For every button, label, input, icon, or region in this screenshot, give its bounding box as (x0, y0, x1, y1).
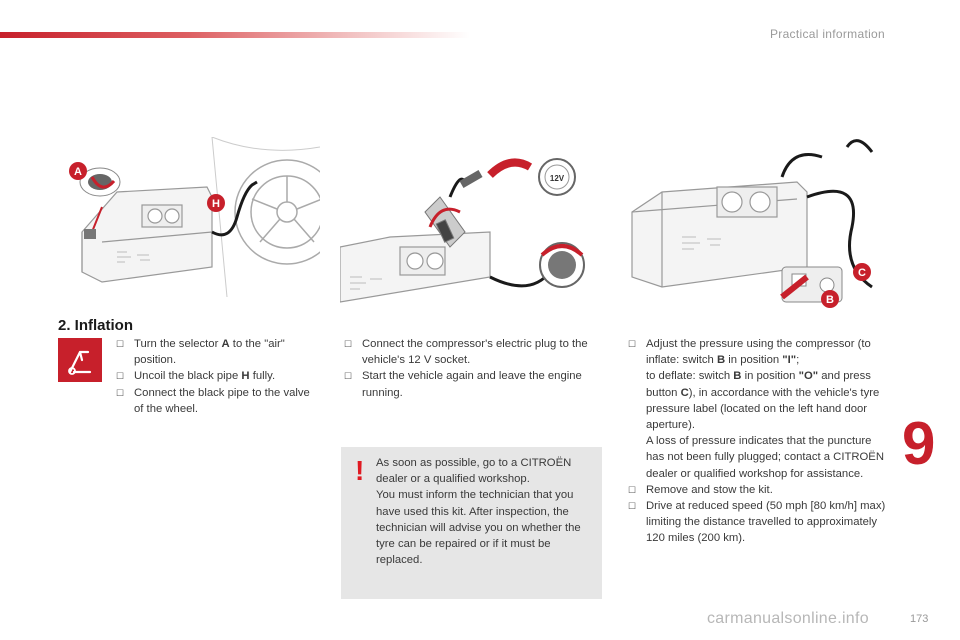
page-number: 173 (910, 613, 929, 625)
arrow-icon (780, 274, 809, 300)
checkbox-icon: ☐ (628, 484, 637, 495)
header-accent-bar (0, 32, 470, 38)
svg-text:C: C (858, 267, 866, 279)
plug-socket-illustration: 12V (340, 137, 602, 312)
watermark: carmanualsonline.info (707, 610, 869, 627)
label-h-icon: H (207, 194, 225, 212)
ignition-key-icon (539, 242, 585, 288)
checkbox-icon: ☐ (628, 501, 637, 512)
list-item: ☐ Start the vehicle again and leave the … (344, 370, 582, 399)
list-item: ☐ Connect the black pipe to the valve of… (116, 386, 310, 415)
checkbox-icon: ☐ (116, 339, 125, 349)
instructions-column-1: ☐ Turn the selector A to the "air" posit… (114, 336, 314, 417)
label-b-icon: B (821, 290, 839, 308)
list-item: ☐ Connect the compressor's electric plug… (344, 338, 588, 367)
label-a-icon: A (69, 162, 87, 180)
socket-12v-icon: 12V (538, 158, 576, 196)
warning-box: ! As soon as possible, go to a CITROËN d… (341, 447, 602, 599)
chapter-number: 9 (902, 410, 936, 477)
section-header: Practical information (769, 27, 885, 41)
checkbox-icon: ☐ (344, 371, 353, 382)
list-item: ☐ Turn the selector A to the "air" posit… (116, 338, 285, 367)
section-title: 2. Inflation (58, 317, 133, 334)
rotate-arrow-icon (90, 176, 116, 189)
plug-drawing (424, 196, 466, 248)
pressure-adjust-illustration: C B (622, 137, 884, 312)
list-item: ☐ Remove and stow the kit. (626, 482, 890, 498)
svg-text:H: H (212, 198, 220, 210)
arrow-icon (428, 207, 461, 228)
compressor-selector-illustration: A H (62, 137, 320, 297)
warning-icon: ! (355, 455, 365, 486)
arrow-icon (487, 158, 533, 178)
label-c-icon: C (853, 263, 871, 281)
warning-text: As soon as possible, go to a CITROËN dea… (376, 457, 581, 567)
list-item: ☐ Drive at reduced speed (50 mph [80 km/… (628, 500, 886, 545)
instructions-column-2: ☐ Connect the compressor's electric plug… (342, 336, 597, 401)
compressor-drawing (81, 186, 213, 283)
checkbox-icon: ☐ (116, 371, 125, 382)
compressor-kit-icon (58, 338, 102, 382)
black-pipe-drawing (211, 180, 258, 237)
wheel-drawing (234, 159, 320, 265)
compressor-drawing (631, 181, 808, 288)
compressor-drawing (340, 231, 491, 303)
instructions-column-3: ☐ Adjust the pressure using the compress… (626, 336, 890, 547)
svg-text:12V: 12V (550, 174, 565, 183)
list-item: ☐ Uncoil the black pipe H fully. (114, 368, 314, 384)
checkbox-icon: ☐ (628, 339, 637, 349)
svg-text:A: A (74, 166, 82, 178)
svg-text:B: B (826, 294, 834, 306)
checkbox-icon: ☐ (344, 339, 353, 349)
checkbox-icon: ☐ (116, 387, 125, 398)
list-item: ☐ Adjust the pressure using the compress… (628, 338, 884, 480)
